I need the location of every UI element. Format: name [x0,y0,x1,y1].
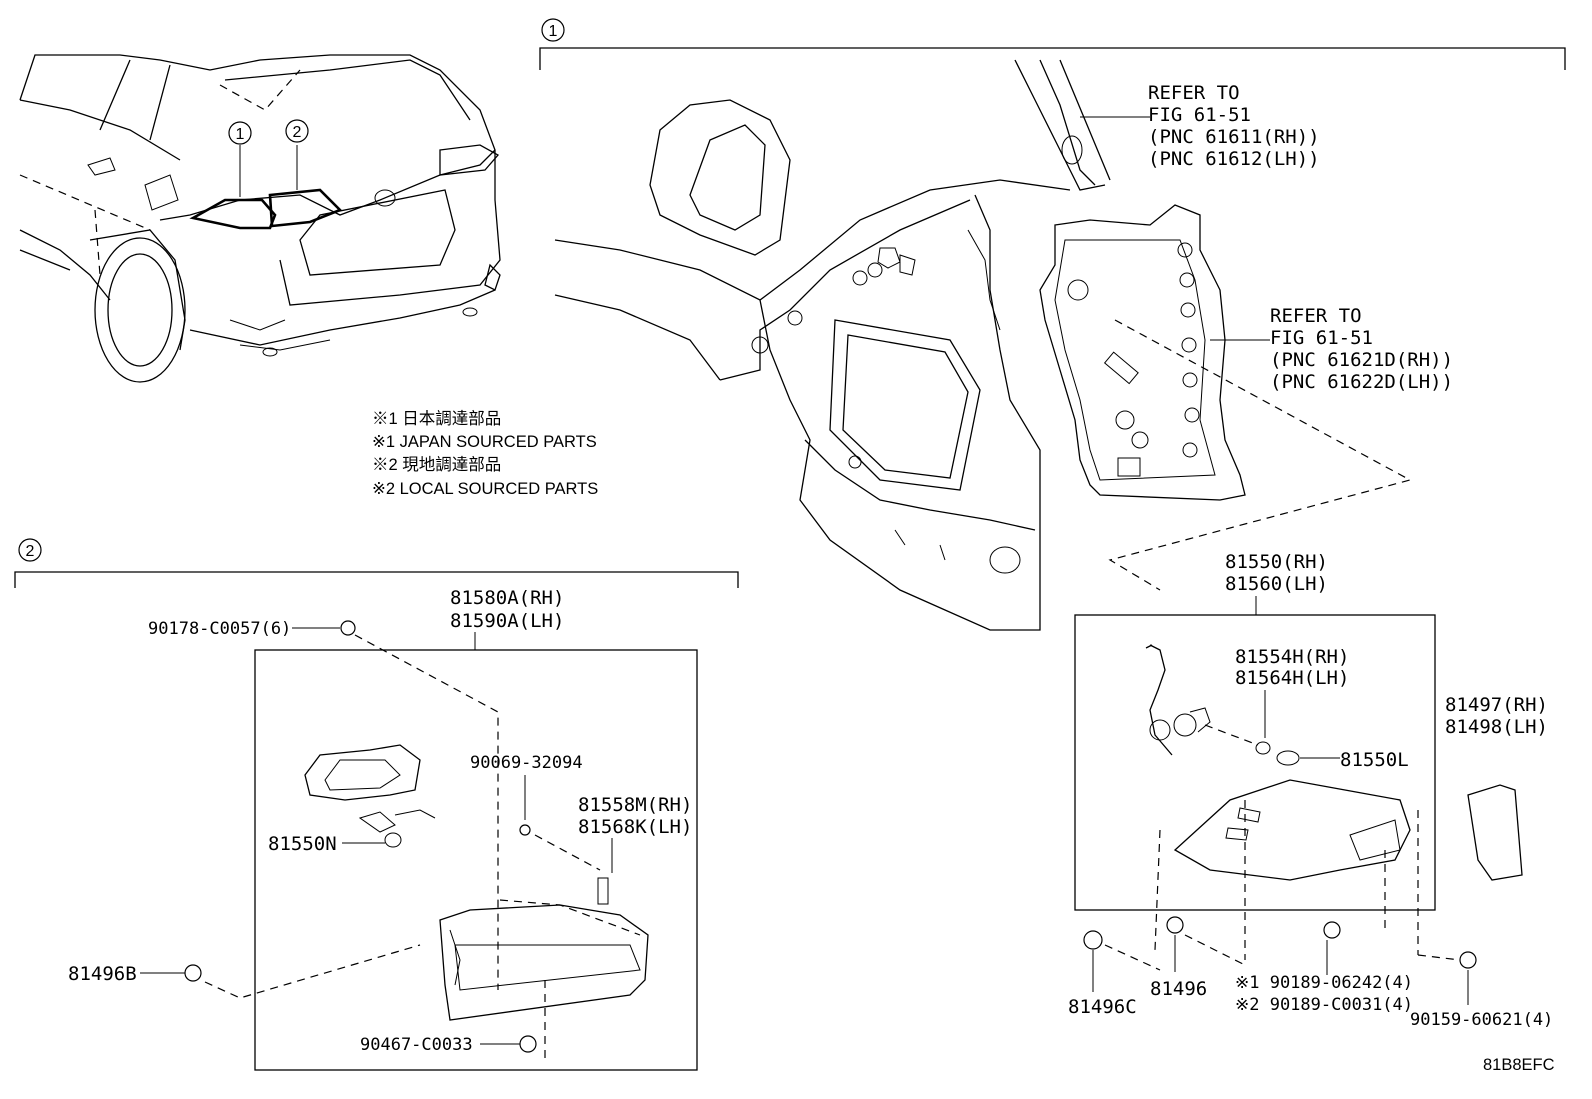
screw-icon-s2 [519,824,531,836]
callout-number-2-small: 2 [293,124,302,141]
note-japan-en: ※1 JAPAN SOURCED PARTS [372,433,597,451]
refer2-line4: (PNC 61622D(LH)) [1270,371,1453,393]
vehicle-rear-view-illustration: 1 2 [19,54,501,383]
refer-label-lower: REFER TO FIG 61-51 (PNC 61621D(RH)) (PNC… [1210,305,1453,393]
bulb-label: 81550N [268,833,337,855]
inner-panel-illustration [1039,204,1246,501]
section-2-callout [18,538,42,562]
socket-lh-label: 81564H(LH) [1235,667,1349,689]
lamp-cover-group: 81497(RH) 81498(LH) [1445,694,1548,881]
cushion-c-icon [1083,930,1103,950]
section-2-number: 2 [26,543,35,560]
section1-hardware: 81496C 81496 ※1 90189-06242(4) ※2 90189-… [1068,916,1553,1030]
callout-circle-1-small [228,121,252,145]
lamp-rh-label: 81550(RH) [1225,551,1328,573]
bolt-icon [1323,921,1341,939]
section-1-number: 1 [549,23,558,40]
cushion-c-label: 81496C [1068,996,1137,1018]
cover-lh-label: 81498(LH) [1445,716,1548,738]
section-1-header: 1 [539,18,1566,70]
cushion-label: 81496 [1150,978,1207,1000]
screw-label: 90159-60621(4) [1410,1010,1553,1030]
callout-circle-2-small [285,119,309,143]
socket-rh-label: 81554H(RH) [1235,646,1349,668]
lamp-assembly-box [1074,614,1436,911]
bracket-lh-label: 81568K(LH) [578,816,692,838]
back-door-lamp-box [254,649,698,1071]
rear-combination-lamp-group: 81550(RH) 81560(LH) 81554H(RH) 81564H(LH… [1074,551,1436,960]
refer-label-upper: REFER TO FIG 61-51 (PNC 61611(RH)) (PNC … [1080,82,1320,170]
sourcing-notes: ※1 日本調達部品 ※1 JAPAN SOURCED PARTS ※2 現地調達… [372,409,598,498]
refer1-line3: (PNC 61611(RH)) [1148,126,1320,148]
nut-top-label: 90178-C0057(6) [148,619,291,639]
note-local-jp: ※2 現地調達部品 [372,455,501,474]
bracket-rh-label: 81558M(RH) [578,794,692,816]
assy-lh-label: 81590A(LH) [450,610,564,632]
nut-bottom-icon [519,1035,537,1053]
quarter-panel-illustration [554,59,1111,631]
cover-rh-label: 81497(RH) [1445,694,1548,716]
cushion-b-icon [184,964,202,982]
bolt-japan-label: ※1 90189-06242(4) [1235,973,1413,993]
refer2-line2: FIG 61-51 [1270,327,1373,349]
refer1-line1: REFER TO [1148,82,1240,104]
figure-code: 81B8EFC [1483,1056,1555,1074]
refer2-line3: (PNC 61621D(RH)) [1270,349,1453,371]
cushion-b-label: 81496B [68,963,137,985]
callout-number-1-small: 1 [236,126,245,143]
cushion-icon [1166,916,1184,934]
lamp-bulb-label: 81550L [1340,749,1409,771]
lamp-lh-label: 81560(LH) [1225,573,1328,595]
note-local-en: ※2 LOCAL SOURCED PARTS [372,480,598,498]
nut-bottom-label: 90467-C0033 [360,1035,473,1055]
refer2-line1: REFER TO [1270,305,1362,327]
assy-rh-label: 81580A(RH) [450,587,564,609]
screw-label-s2: 90069-32094 [470,753,583,773]
refer1-line4: (PNC 61612(LH)) [1148,148,1320,170]
section-1-callout [541,18,565,42]
refer1-line2: FIG 61-51 [1148,104,1251,126]
note-japan-jp: ※1 日本調達部品 [372,409,501,428]
section-2-header: 2 [14,538,739,588]
back-door-lamp-group: 81580A(RH) 81590A(LH) 90178-C0057(6) 815… [68,587,698,1071]
nut-top-icon [340,620,356,636]
bolt-local-label: ※2 90189-C0031(4) [1235,995,1413,1015]
screw-icon [1459,951,1477,969]
